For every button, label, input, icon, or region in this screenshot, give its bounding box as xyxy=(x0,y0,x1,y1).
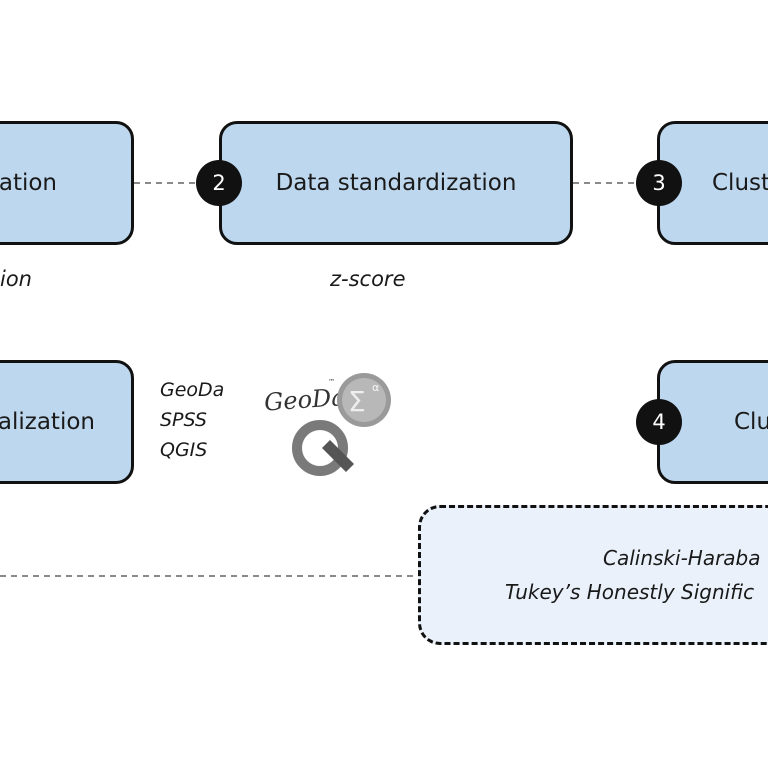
step-visualization-label: alization xyxy=(0,409,95,435)
geoda-logo: GeoDa ™ xyxy=(263,378,346,417)
step-4-number: 4 xyxy=(652,410,666,434)
software-item-spss: SPSS xyxy=(160,409,207,431)
validation-line-1: Calinski-Haraba xyxy=(603,546,761,570)
step-2-label: Data standardization xyxy=(275,170,517,196)
validation-box: Calinski-Haraba Tukey’s Honestly Signifi… xyxy=(418,505,768,645)
step-3-label: Clust xyxy=(712,170,768,196)
qgis-logo xyxy=(292,420,354,476)
step-3-badge: 3 xyxy=(636,160,682,206)
geoda-logo-tm: ™ xyxy=(328,378,335,386)
validation-line-2: Tukey’s Honestly Signific xyxy=(505,580,755,604)
spss-logo: Σ α xyxy=(337,373,391,427)
step-2-box: Data standardization xyxy=(219,121,573,245)
step-2-badge: 2 xyxy=(196,160,242,206)
software-list: GeoDa SPSS QGIS xyxy=(160,375,224,465)
step-1-box: ation xyxy=(0,121,134,245)
step-1-caption: ion xyxy=(0,267,32,291)
software-item-geoda: GeoDa xyxy=(160,379,225,401)
step-4-badge: 4 xyxy=(636,399,682,445)
software-logos: GeoDa ™ Σ α xyxy=(263,373,391,476)
spss-logo-sigma: Σ xyxy=(348,385,366,418)
spss-logo-alpha: α xyxy=(372,381,379,394)
step-2-number: 2 xyxy=(212,171,226,195)
geoda-logo-text: GeoDa xyxy=(263,383,346,417)
step-3-number: 3 xyxy=(652,171,666,195)
step-2-caption: z-score xyxy=(330,267,406,291)
software-item-qgis: QGIS xyxy=(160,439,208,461)
step-4-label: Clu xyxy=(734,409,768,435)
step-1-label: ation xyxy=(0,170,57,196)
step-visualization-box: alization xyxy=(0,360,134,484)
